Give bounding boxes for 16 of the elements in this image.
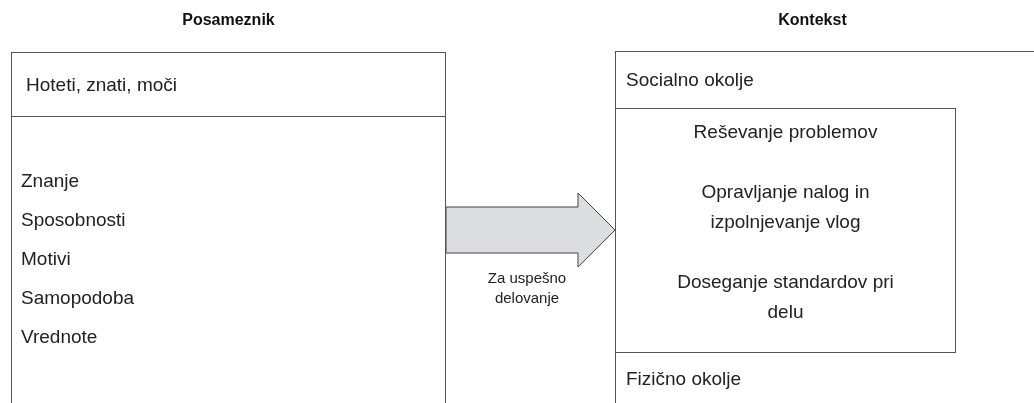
outcome-text: Reševanje problemov (693, 120, 878, 144)
outcome-text: Doseganje standardov pri delu (676, 270, 895, 324)
column-heading: Kontekst (778, 11, 847, 28)
list-item: Motivi (21, 247, 72, 271)
section-text: Hoteti, znati, moči (26, 74, 177, 95)
list-item: Samopodoba (21, 286, 135, 310)
block-arrow (445, 192, 616, 268)
edge-label: Za uspešno delovanje (487, 269, 567, 306)
list-item: Znanje (21, 169, 81, 193)
inner-box (615, 108, 956, 353)
section-text: Fizično okolje (626, 368, 742, 389)
outcome-text: Opravljanje nalog in izpolnjevanje vlog (700, 180, 871, 234)
column-heading: Posameznik (182, 11, 275, 28)
list-item: Vrednote (21, 325, 99, 349)
section-text: Socialno okolje (626, 69, 754, 90)
list-item: Sposobnosti (21, 208, 127, 232)
